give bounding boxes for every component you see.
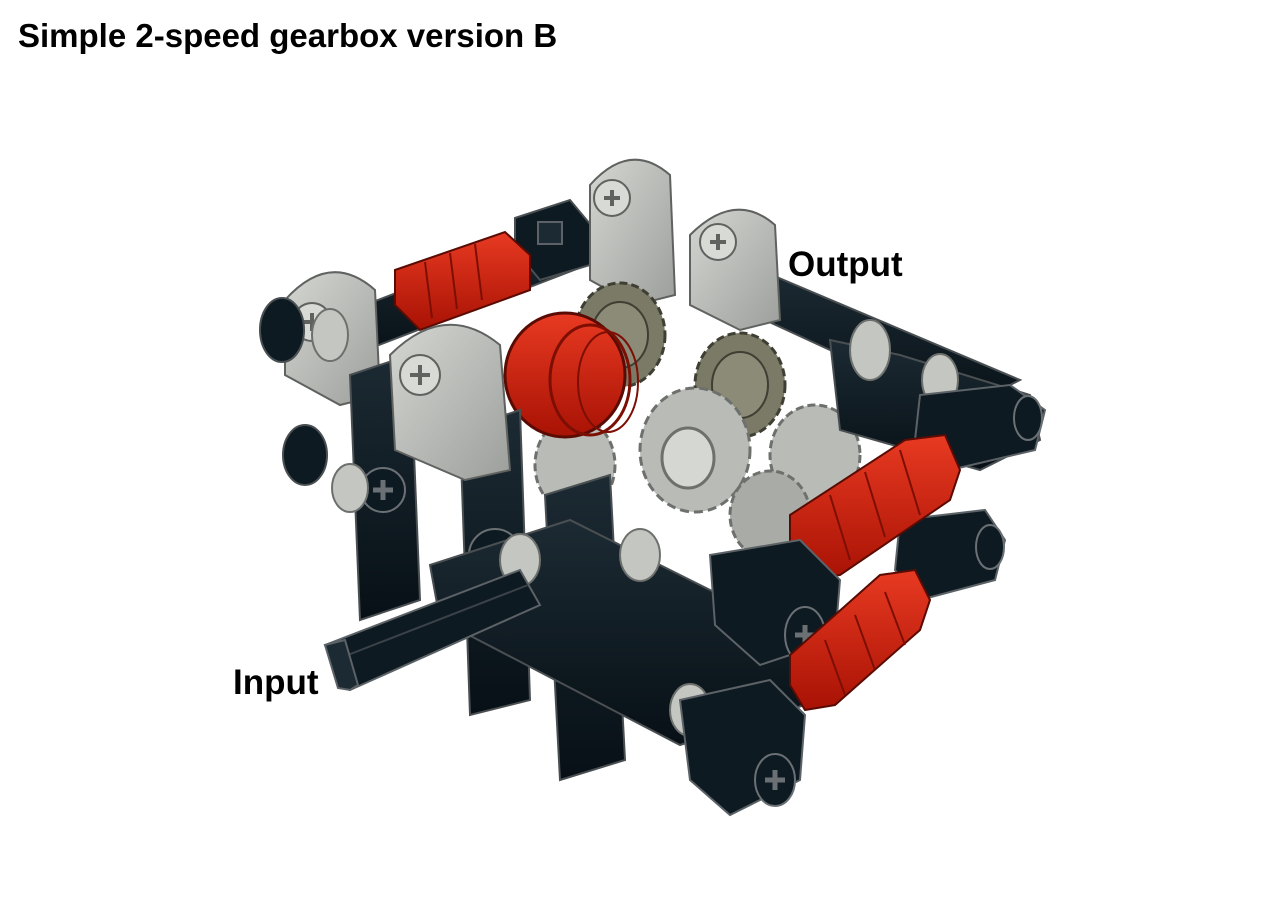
red-driving-ring [503, 311, 639, 439]
red-bush-rear-top [394, 230, 531, 332]
red-bush-right-lower [789, 568, 932, 712]
upright-front-center [388, 323, 512, 482]
lower-front-axle [428, 518, 822, 747]
upright-rear-middle [589, 158, 677, 307]
connector-right-middle [893, 508, 1007, 602]
input-label: Input [233, 663, 319, 702]
gear-gray-center [638, 386, 752, 514]
axle-end-left-bottom [282, 424, 369, 513]
input-axle [323, 568, 542, 692]
rear-axle-connector [514, 198, 597, 282]
axle-end-left-top [259, 297, 349, 363]
output-label: Output [788, 245, 903, 284]
upright-rear-right [689, 208, 782, 332]
page-title: Simple 2-speed gearbox version B [18, 17, 558, 54]
connector-front-right-lower [678, 678, 807, 817]
